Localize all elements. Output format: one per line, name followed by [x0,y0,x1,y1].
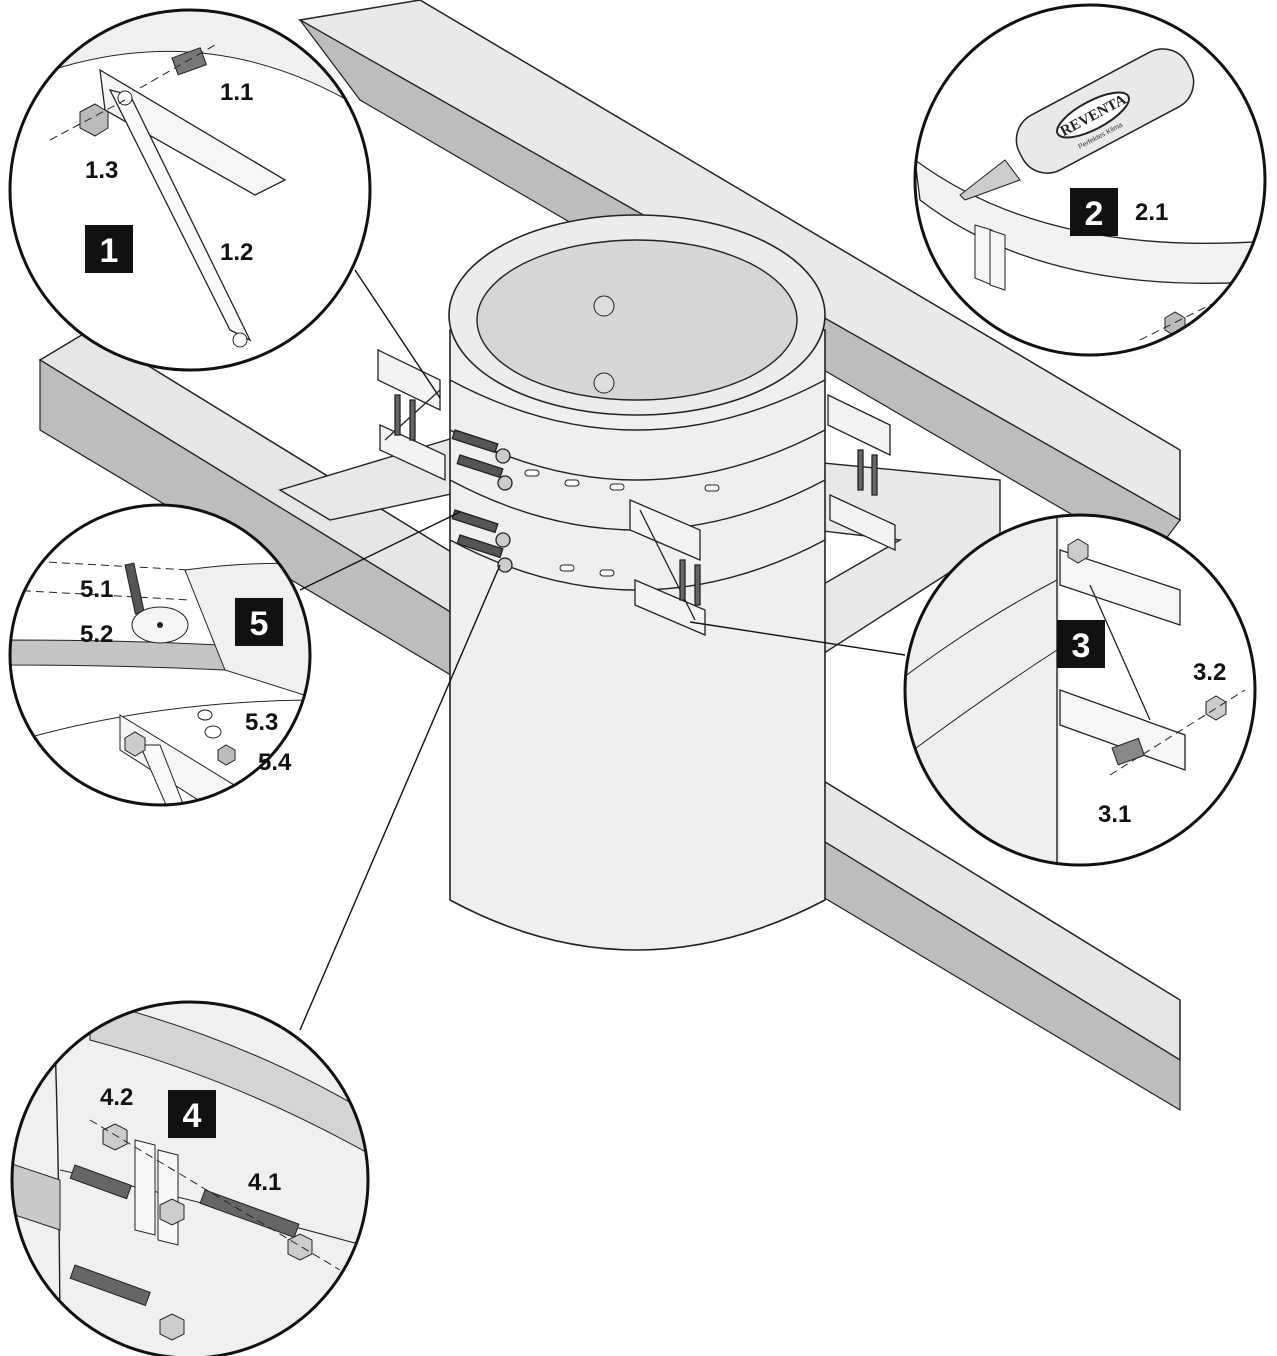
detail-4: 4 4.1 4.2 [10,1000,370,1356]
step-number-1: 1 [100,232,119,270]
step-number-2: 2 [1085,195,1104,233]
flue-screw-top [593,295,615,317]
part-label-4-2: 4.2 [100,1084,133,1111]
part-label-1-1: 1.1 [220,79,253,106]
detail-1: 1 1.1 1.2 1.3 [8,8,372,372]
step-number-5: 5 [250,605,269,643]
step-badge-2 [1070,188,1118,236]
part-label-2-1: 2.1 [1135,199,1168,226]
step-number-4: 4 [183,1097,202,1135]
detail-3: 3 3.1 3.2 [903,513,1257,867]
step-badge-5 [235,598,283,646]
step-badge-4 [168,1090,216,1138]
sealant-tube: REVENTA Perfektes Klima [959,48,1195,201]
detail-5: 5 5.1 5.2 5.3 5.4 [8,503,312,807]
part-label-5-1: 5.1 [80,576,113,603]
part-label-5-4: 5.4 [258,749,292,776]
detail-2: REVENTA Perfektes Klima 2 2.1 [913,3,1267,357]
part-label-1-3: 1.3 [85,157,118,184]
chimney-flue-opening [476,239,798,401]
part-label-5-2: 5.2 [80,621,113,648]
flue-screw-bottom [593,372,615,394]
step-badge-1 [85,225,133,273]
chimney-body [449,329,826,951]
part-label-1-2: 1.2 [220,239,253,266]
brackets [377,348,896,636]
step-badge-3 [1057,620,1105,668]
part-label-3-1: 3.1 [1098,801,1131,828]
part-label-5-3: 5.3 [245,709,278,736]
part-label-4-1: 4.1 [248,1169,281,1196]
part-label-3-2: 3.2 [1193,659,1226,686]
leader-lines [299,269,906,1031]
step-number-3: 3 [1072,627,1091,665]
